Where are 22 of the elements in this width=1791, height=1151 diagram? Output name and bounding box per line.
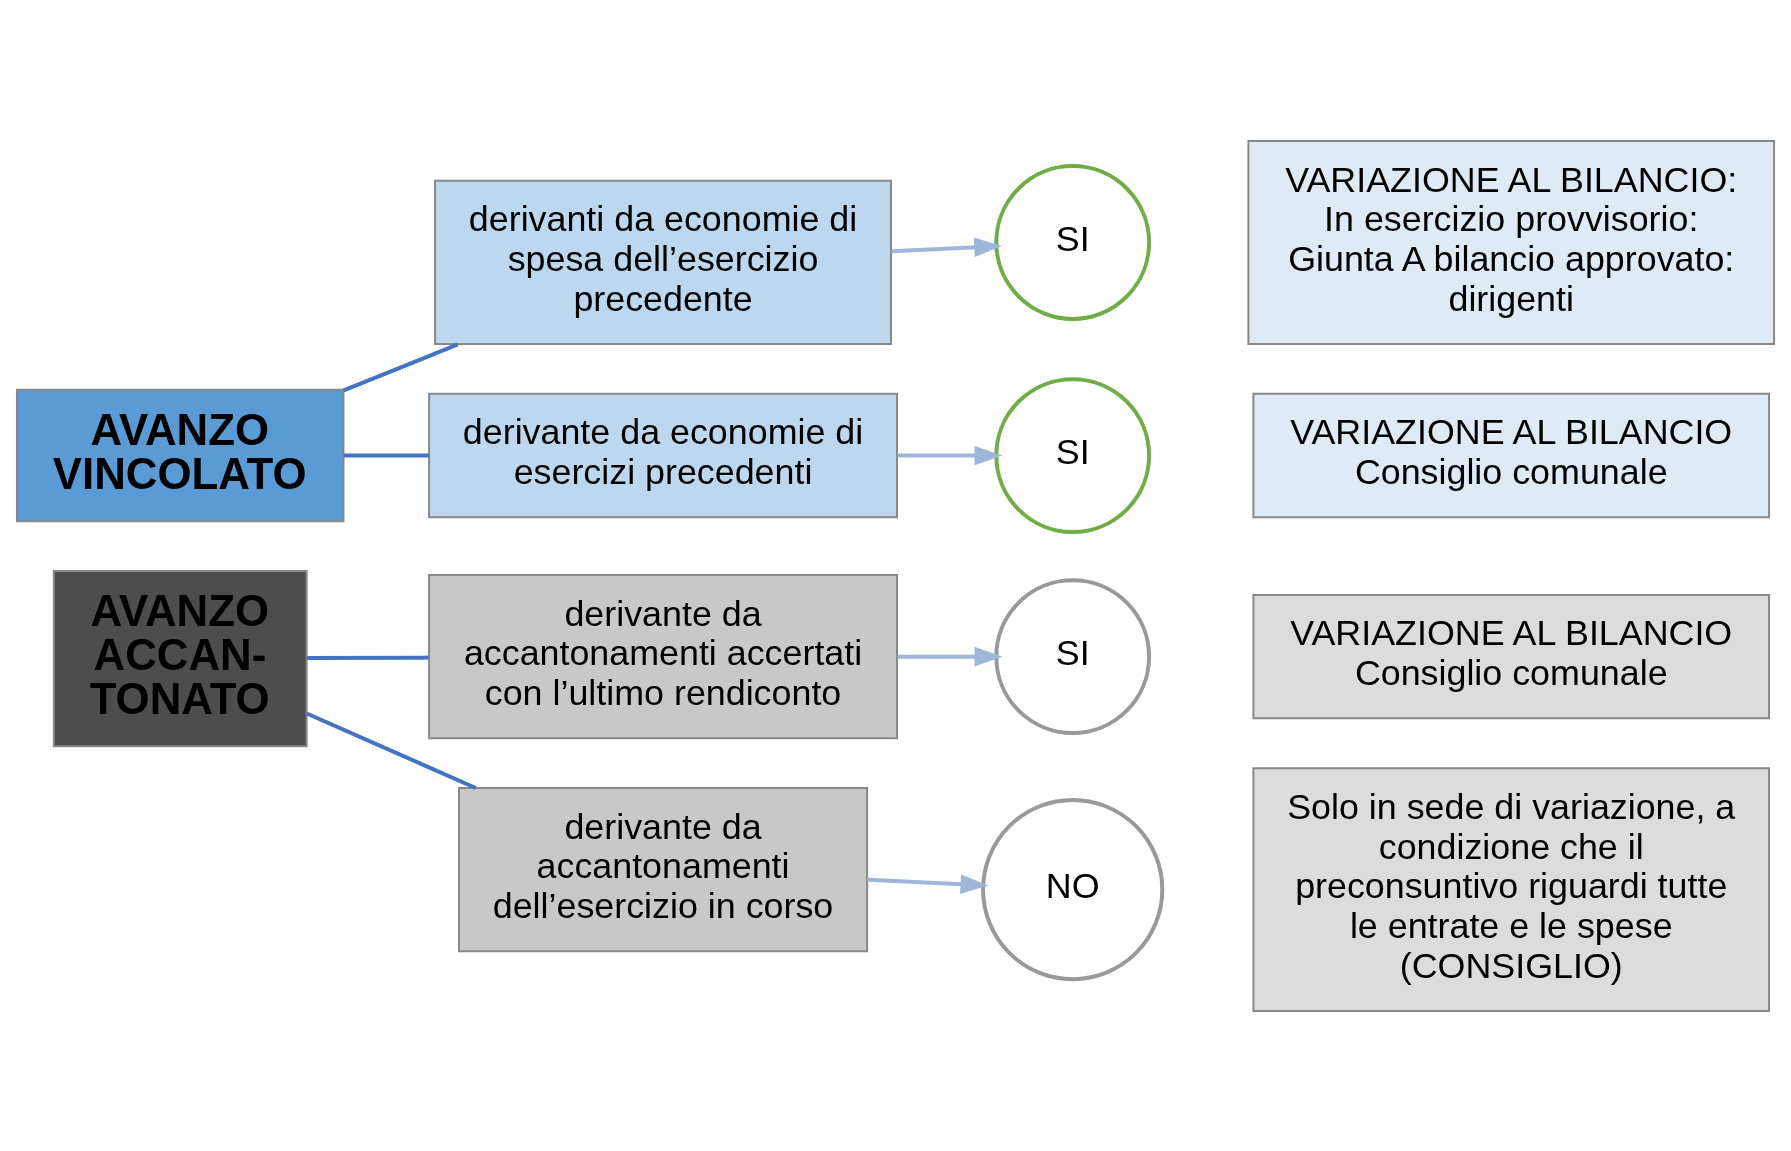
- node-circle: NO: [981, 797, 1165, 981]
- node-box: derivante da accantonamenti dell’esercizio in corso: [457, 786, 869, 952]
- node-box: AVANZO ACCAN- TONATO: [52, 569, 308, 747]
- node-box: VARIAZIONE AL BILANCIO Consiglio comunale: [1252, 392, 1771, 518]
- node-circle: SI: [994, 163, 1152, 321]
- arrow: [897, 646, 1003, 666]
- connector: [342, 342, 459, 392]
- node-box: VARIAZIONE AL BILANCIO Consiglio comunale: [1252, 593, 1771, 719]
- node-circle: SI: [994, 577, 1152, 735]
- node-box: VARIAZIONE AL BILANCIO: In esercizio provvisorio: Giunta A bilancio approvato: dirigenti: [1247, 139, 1776, 345]
- node-box: Solo in sede di variazione, a condizione che il preconsuntivo riguardi tutte le entrate e le spese (CONSIGLIO): [1252, 766, 1771, 1012]
- arrow: [891, 236, 1003, 257]
- node-box: derivanti da economie di spesa dell’esercizio precedente: [434, 179, 892, 345]
- arrow: [867, 873, 989, 894]
- connector: [343, 453, 429, 458]
- connector: [306, 655, 429, 660]
- node-box: AVANZO VINCOLATO: [15, 388, 345, 522]
- node-circle: SI: [994, 376, 1152, 534]
- connector: [305, 711, 477, 790]
- node-box: derivante da accantonamenti accertati con l’ultimo rendiconto: [428, 573, 898, 739]
- arrow: [897, 445, 1003, 465]
- node-box: derivante da economie di esercizi precedenti: [428, 392, 898, 518]
